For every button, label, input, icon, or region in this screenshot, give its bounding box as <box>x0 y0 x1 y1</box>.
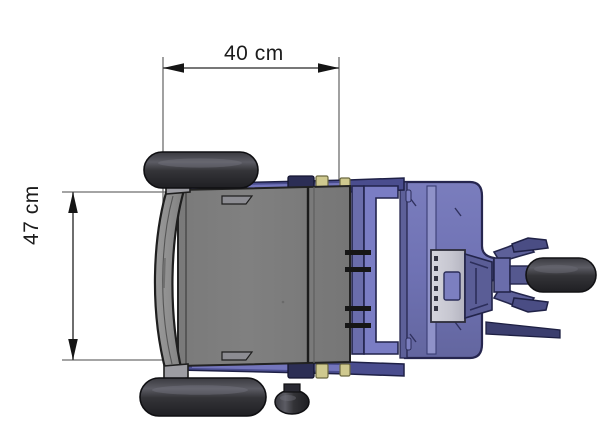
armrest-slot-3 <box>345 306 371 311</box>
frame-c-channel <box>363 185 399 355</box>
armrest-slots <box>345 250 371 328</box>
linkage-bracket-top <box>511 237 549 253</box>
control-module <box>430 249 493 323</box>
frame-bushing-bottom-2 <box>339 363 351 377</box>
battery-block <box>443 271 461 301</box>
front-wheel-highlight <box>534 264 578 274</box>
rear-wheel-top-highlight <box>158 158 242 168</box>
width-arrow-right-icon <box>318 63 339 73</box>
side-bracket-top <box>221 195 254 205</box>
armrest-slot-1 <box>345 250 371 255</box>
module-indicator-dots <box>434 256 438 311</box>
backrest-crease <box>162 195 174 365</box>
height-arrow-top-icon <box>68 192 78 213</box>
rear-wheel-bottom-tire <box>139 377 267 417</box>
frame-bushing-bottom <box>315 363 329 379</box>
shroud-vent-bottom <box>405 337 412 351</box>
shroud-detail-4 <box>409 333 417 343</box>
side-bracket-bottom <box>221 351 254 361</box>
rear-wheel-top <box>143 151 259 189</box>
module-brace-2 <box>469 303 489 311</box>
module-brace-1 <box>469 261 489 269</box>
rear-wheel-top-tire <box>143 151 259 189</box>
caster-highlight <box>280 395 296 401</box>
tiller-linkage <box>485 237 597 339</box>
module-mount-bracket <box>464 252 493 320</box>
shroud-left-lip <box>399 181 408 359</box>
front-wheel <box>525 257 597 293</box>
height-dimension <box>62 191 175 361</box>
seat-detail-dot <box>281 300 285 304</box>
rear-wheel-bottom <box>139 377 267 417</box>
caster-fork <box>283 383 301 393</box>
shroud-vent-top <box>405 189 412 203</box>
seat-cushion <box>177 184 351 368</box>
seat-outline <box>177 184 351 368</box>
width-arrow-left-icon <box>163 63 184 73</box>
lower-skirt-bar <box>485 321 561 339</box>
caster-wheel-small <box>274 383 310 415</box>
linkage-bracket-bottom <box>511 297 549 313</box>
linkage-hub <box>493 257 511 293</box>
armrest-slot-2 <box>345 267 371 272</box>
armrest-slot-4 <box>345 323 371 328</box>
frame-joint-bottom-left <box>287 361 315 379</box>
side-brackets <box>221 195 254 361</box>
caster-tire <box>274 389 310 415</box>
backrest-detail-line <box>163 257 166 289</box>
height-arrow-bottom-icon <box>68 339 78 360</box>
shroud-detail-2 <box>454 207 462 217</box>
width-dimension-label: 40 cm <box>224 42 284 65</box>
shroud-detail-3 <box>454 321 462 331</box>
rear-wheel-bottom-highlight <box>152 385 248 395</box>
height-dimension-label: 47 cm <box>20 185 43 245</box>
